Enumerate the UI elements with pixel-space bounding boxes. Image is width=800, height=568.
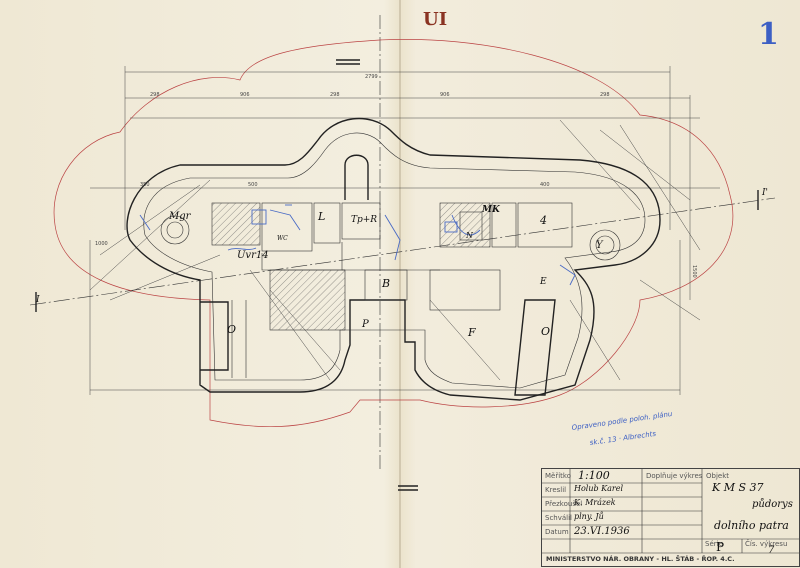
entrance-corridor	[344, 154, 369, 200]
tb-title-line-2: dolního patra	[714, 519, 789, 532]
tb-approved-label: Schválil	[545, 514, 572, 522]
room-stair-right	[439, 202, 491, 248]
dim-d6: 500	[248, 182, 258, 188]
tb-series-label: Série	[705, 540, 723, 548]
sheet-number: 1	[758, 17, 779, 52]
dim-d1: 298	[150, 92, 160, 98]
tb-supplement-label: Doplňuje výkres	[646, 472, 703, 480]
room-tp	[341, 202, 381, 240]
label-e: E	[539, 277, 547, 287]
section-label-left: I	[35, 295, 40, 305]
dim-d7: 400	[540, 182, 550, 188]
label-tp-r: Tp+R	[351, 215, 377, 225]
dim-d3: 298	[330, 92, 340, 98]
tb-series: P	[716, 540, 725, 554]
room-mk	[491, 202, 517, 248]
room-l	[313, 202, 341, 244]
stair-center-left	[269, 269, 346, 331]
outer-envelope	[53, 39, 734, 428]
section-line	[29, 197, 776, 306]
bell-right	[589, 229, 621, 261]
label-wc: WC	[277, 235, 288, 242]
dim-d5: 298	[600, 92, 610, 98]
note-line-1: Opraveno podle poloh. plánu	[571, 410, 673, 432]
label-mk: MK	[481, 205, 501, 215]
dim-top-total: 2799	[365, 74, 378, 80]
tb-checked: K. Mrázek	[574, 498, 616, 507]
label-y: Y	[596, 240, 604, 251]
tb-drawing-no-label: Čís. výkresu	[745, 540, 788, 548]
room-o-right	[514, 299, 556, 396]
tb-title-line-1: půdorys	[752, 499, 793, 510]
bell-left	[160, 215, 190, 245]
dim-d9: 1500	[691, 265, 697, 278]
blue-corrections	[139, 204, 576, 286]
label-uv: Uvr14	[237, 250, 269, 261]
tb-object-label: Objekt	[706, 472, 730, 480]
label-l: L	[317, 210, 325, 223]
label-mgr: Mgr	[168, 211, 192, 222]
dim-d4: 906	[440, 92, 450, 98]
tb-approved: plny. Jů	[574, 512, 604, 521]
section-label-right: I'	[761, 188, 768, 198]
note-line-2: sk.č. 13 · Albrechts	[589, 430, 657, 447]
tb-drawn: Holub Karel	[574, 484, 624, 493]
tb-drawn-label: Kreslil	[545, 486, 567, 494]
room-wc	[261, 202, 313, 252]
label-p: P	[361, 319, 369, 330]
dim-d2: 906	[240, 92, 250, 98]
label-o-left: O	[227, 323, 236, 336]
tb-drawing-no: 7	[768, 545, 775, 556]
tb-date-label: Datum	[545, 528, 569, 536]
interior-rooms	[160, 202, 621, 396]
room-o-left	[200, 301, 229, 371]
label-f: F	[467, 326, 476, 339]
label-b: B	[381, 277, 390, 290]
tb-checked-label: Přezkoušel	[545, 500, 583, 508]
dim-d10: 1000	[95, 241, 108, 247]
room-f	[429, 269, 501, 311]
tb-scale-label: Měřítko	[545, 472, 572, 480]
tb-date: 23.VI.1936	[574, 526, 630, 537]
label-o-right: O	[541, 325, 550, 338]
construction-lines	[89, 119, 701, 381]
tb-object: K M S 37	[712, 481, 764, 494]
label-n: N	[465, 231, 474, 240]
code-mark: UI	[423, 9, 447, 30]
title-block: Měřítko 1:100 Kreslil Holub Karel Přezko…	[541, 468, 800, 567]
dim-d8: 350	[140, 182, 150, 188]
room-4	[517, 202, 573, 248]
main-outline	[126, 117, 661, 401]
label-4: 4	[539, 214, 547, 227]
inner-outline	[143, 132, 646, 389]
tb-footer: MINISTERSTVO NÁR. OBRANY - HL. ŠTÁB - ŘO…	[546, 555, 735, 563]
tb-scale: 1:100	[578, 469, 610, 482]
